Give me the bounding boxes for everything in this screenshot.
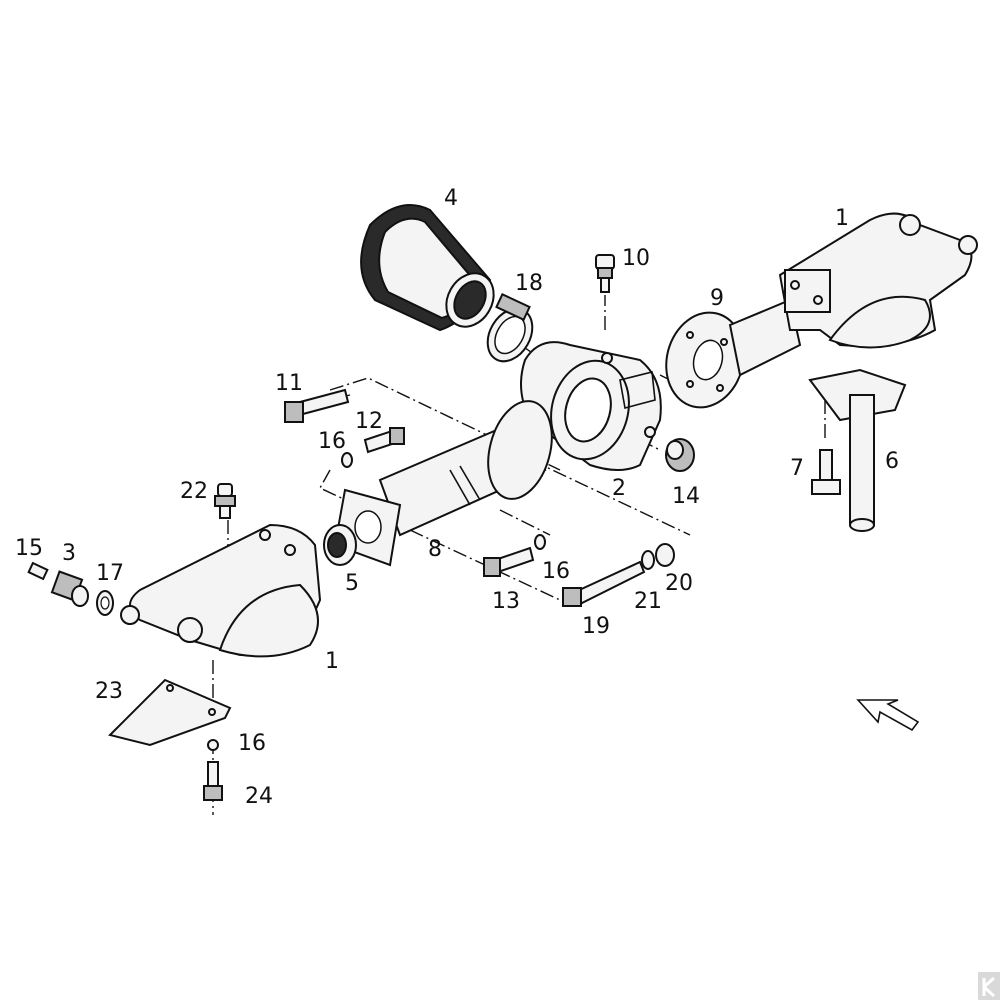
callout-13: 13 — [492, 589, 520, 614]
part-22-grease-nipple — [214, 483, 236, 519]
callout-12: 12 — [355, 409, 383, 434]
callout-7: 7 — [790, 456, 804, 481]
callout-20: 20 — [665, 571, 693, 596]
callout-16-lower: 16 — [238, 731, 266, 756]
callout-16-middle: 16 — [542, 559, 570, 584]
part-1-upper-head — [778, 212, 978, 349]
callout-6: 6 — [885, 449, 899, 474]
part-7-bolt — [811, 449, 841, 495]
part-21-washer — [641, 550, 655, 570]
part-17-washer — [96, 590, 114, 616]
watermark-logo-icon — [978, 972, 1000, 1000]
part-15-nipple — [27, 561, 49, 581]
part-10-grease-nipple — [595, 254, 615, 293]
part-19-bolt — [562, 560, 646, 607]
part-23-skid — [108, 678, 232, 747]
part-13-bolt — [483, 546, 535, 577]
part-16-washer-c — [207, 739, 219, 751]
callout-labels: 4 1 10 18 9 11 12 16 2 14 7 6 22 15 3 17… — [15, 186, 899, 809]
part-1-lower-head — [120, 523, 322, 658]
part-4-cover-cone — [360, 204, 495, 332]
part-2-gearbox-housing — [520, 341, 662, 471]
part-3-fitting — [50, 570, 89, 607]
callout-1-lower: 1 — [325, 649, 339, 674]
callout-23: 23 — [95, 679, 123, 704]
callout-9: 9 — [710, 286, 724, 311]
part-6-pin — [808, 368, 907, 532]
callout-21: 21 — [634, 589, 662, 614]
callout-18: 18 — [515, 271, 543, 296]
part-12-bolt — [363, 427, 405, 454]
part-2-flange — [487, 400, 553, 500]
part-18-hose-clamp — [486, 292, 534, 363]
part-16-washer-b — [534, 534, 546, 550]
callout-3: 3 — [62, 541, 76, 566]
callout-4: 4 — [444, 186, 458, 211]
callout-17: 17 — [96, 561, 124, 586]
callout-2: 2 — [612, 476, 626, 501]
part-5-seal-ring — [323, 524, 357, 566]
part-24-bolt — [203, 761, 223, 801]
part-14-plug — [665, 438, 695, 472]
part-9-flange-tube — [665, 298, 802, 409]
callout-11: 11 — [275, 371, 303, 396]
callout-16-upper: 16 — [318, 429, 346, 454]
callout-14: 14 — [672, 484, 700, 509]
callout-8: 8 — [428, 537, 442, 562]
part-11-bolt — [284, 388, 350, 423]
callout-1-upper: 1 — [835, 206, 849, 231]
direction-arrow-icon — [856, 699, 920, 732]
callout-5: 5 — [345, 571, 359, 596]
callout-15: 15 — [15, 536, 43, 561]
part-16-washer-a — [341, 452, 353, 468]
callout-24: 24 — [245, 784, 273, 809]
part-20-nut — [655, 543, 675, 567]
callout-19: 19 — [582, 614, 610, 639]
callout-10: 10 — [622, 246, 650, 271]
callout-22: 22 — [180, 479, 208, 504]
